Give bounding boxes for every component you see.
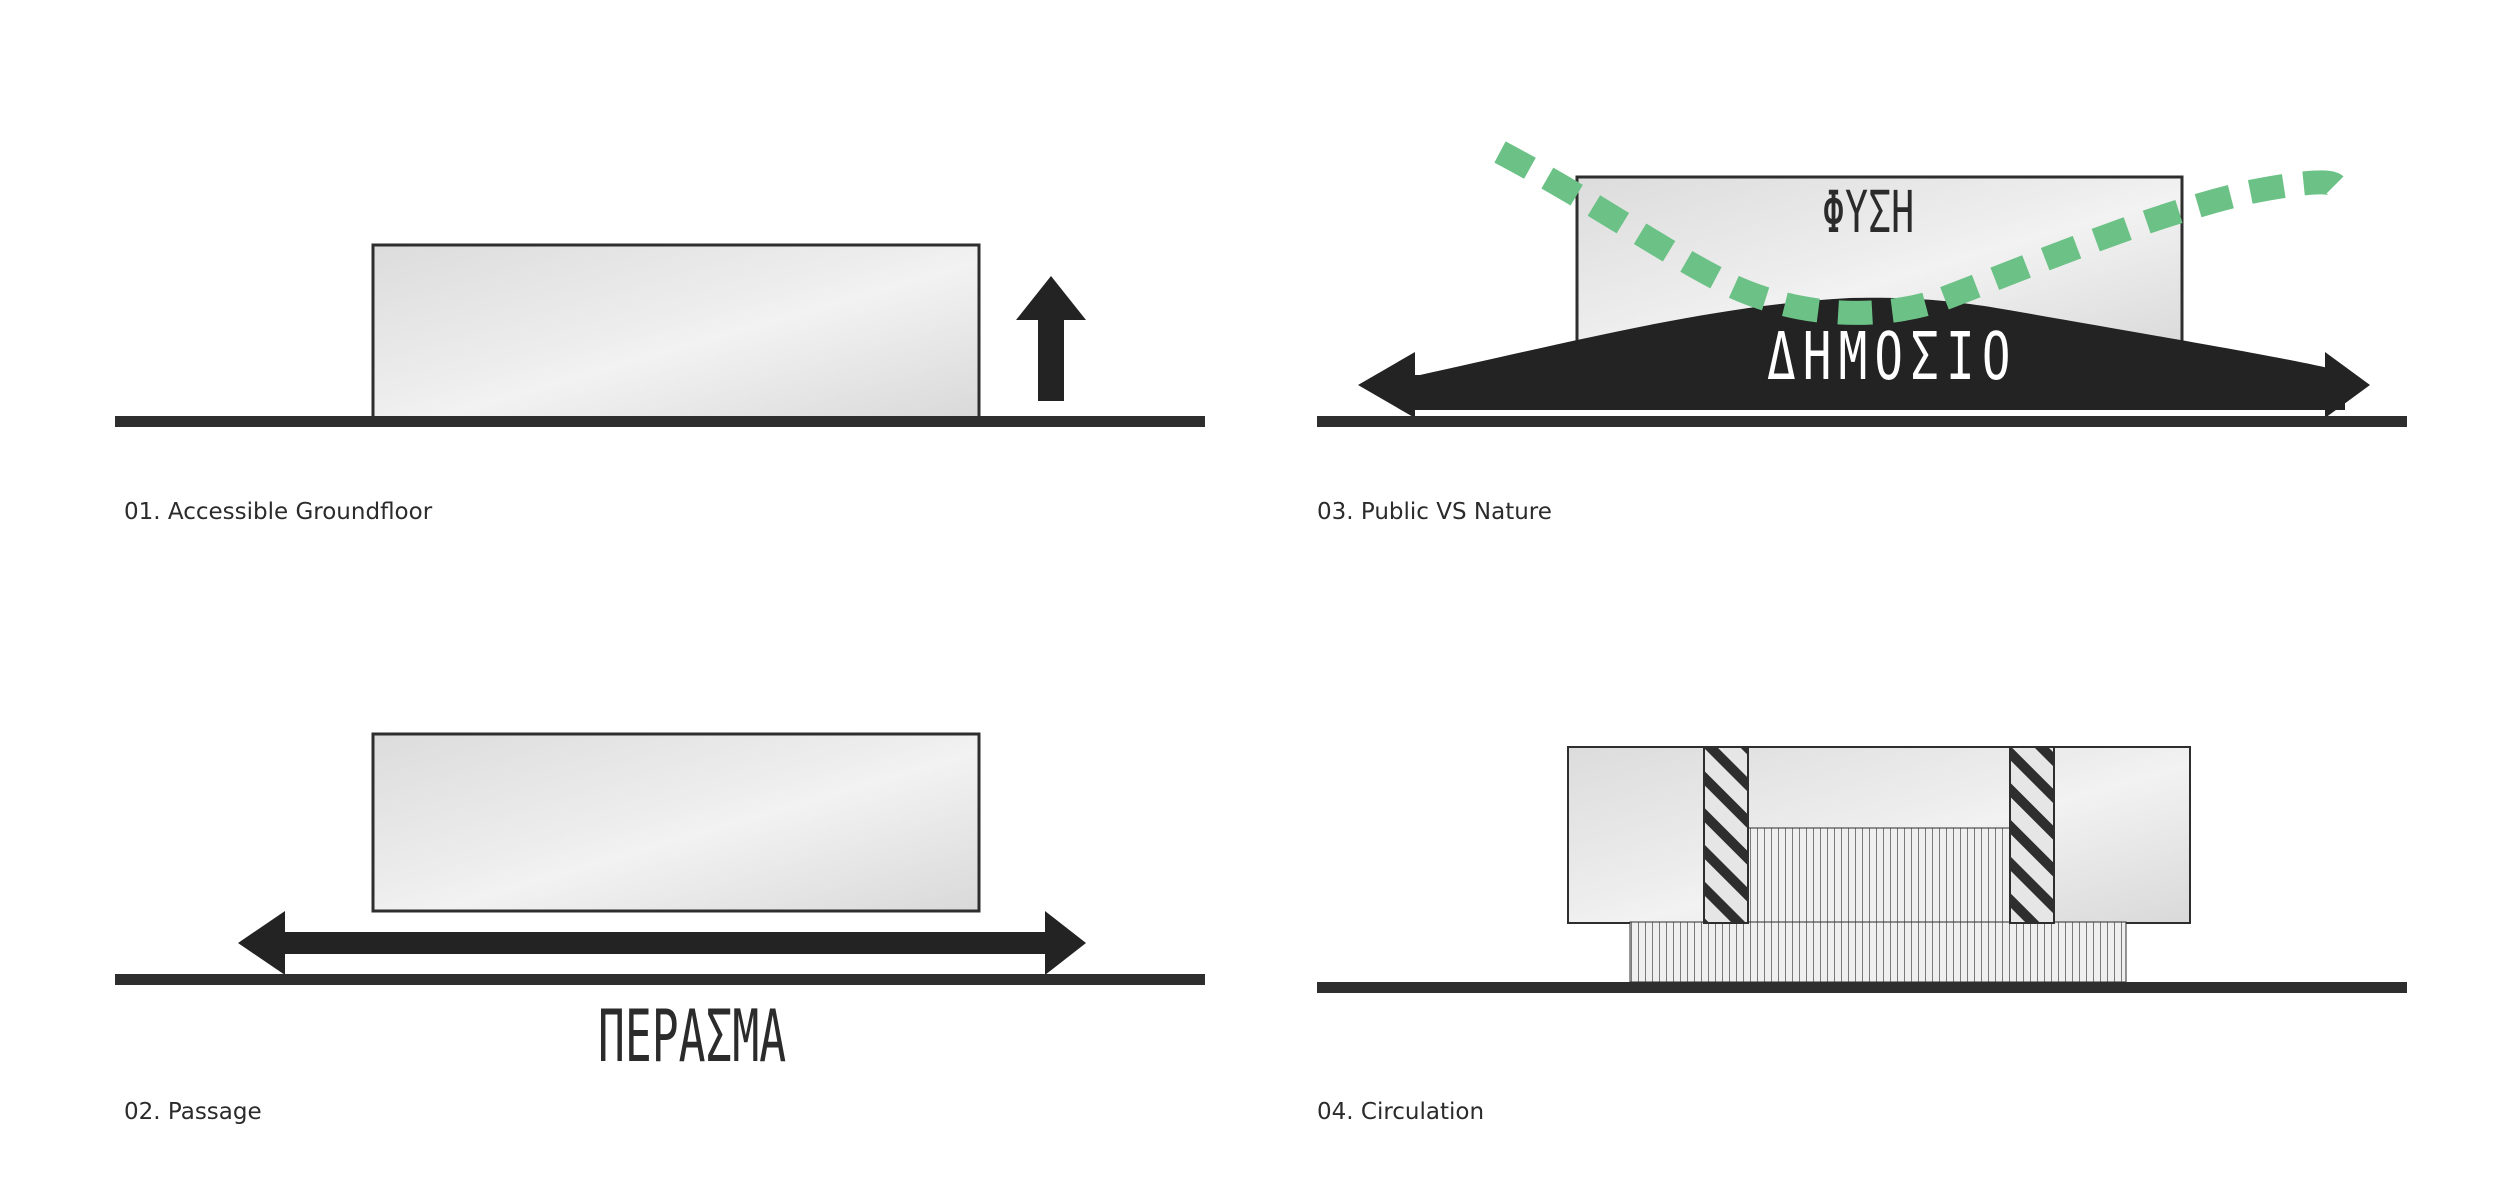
double-arrow-icon bbox=[238, 911, 1086, 975]
panel-circulation bbox=[1317, 746, 2407, 993]
panel-accessible-groundfloor bbox=[115, 243, 1205, 427]
panel-passage bbox=[115, 732, 1205, 985]
nature-label: ΦΥΣΗ bbox=[1822, 178, 1915, 246]
public-label: ΔΗΜΟΣΙΟ bbox=[1767, 318, 2018, 395]
building-volume bbox=[371, 732, 981, 913]
panel-caption: 03. Public VS Nature bbox=[1317, 499, 1552, 525]
ground-line bbox=[115, 974, 1205, 985]
panel-public-vs-nature bbox=[1317, 141, 2407, 427]
panel-caption: 02. Passage bbox=[124, 1099, 262, 1125]
passage-label: ΠΕΡΑΣΜΑ bbox=[598, 994, 787, 1078]
ground-line bbox=[1317, 416, 2407, 427]
ground-line bbox=[1317, 982, 2407, 993]
circulation-core-left bbox=[1703, 746, 1749, 924]
building-volume bbox=[371, 243, 981, 420]
podium-colonnade bbox=[1629, 921, 2127, 983]
ground-line bbox=[115, 416, 1205, 427]
panel-caption: 04. Circulation bbox=[1317, 1099, 1485, 1125]
atrium-void bbox=[1747, 827, 2011, 924]
circulation-core-right bbox=[2009, 746, 2055, 924]
double-arrow-icon bbox=[1358, 352, 2370, 418]
panel-caption: 01. Accessible Groundfloor bbox=[124, 499, 433, 525]
up-arrow-icon bbox=[1016, 276, 1086, 401]
nature-wave-icon bbox=[1494, 141, 2344, 325]
